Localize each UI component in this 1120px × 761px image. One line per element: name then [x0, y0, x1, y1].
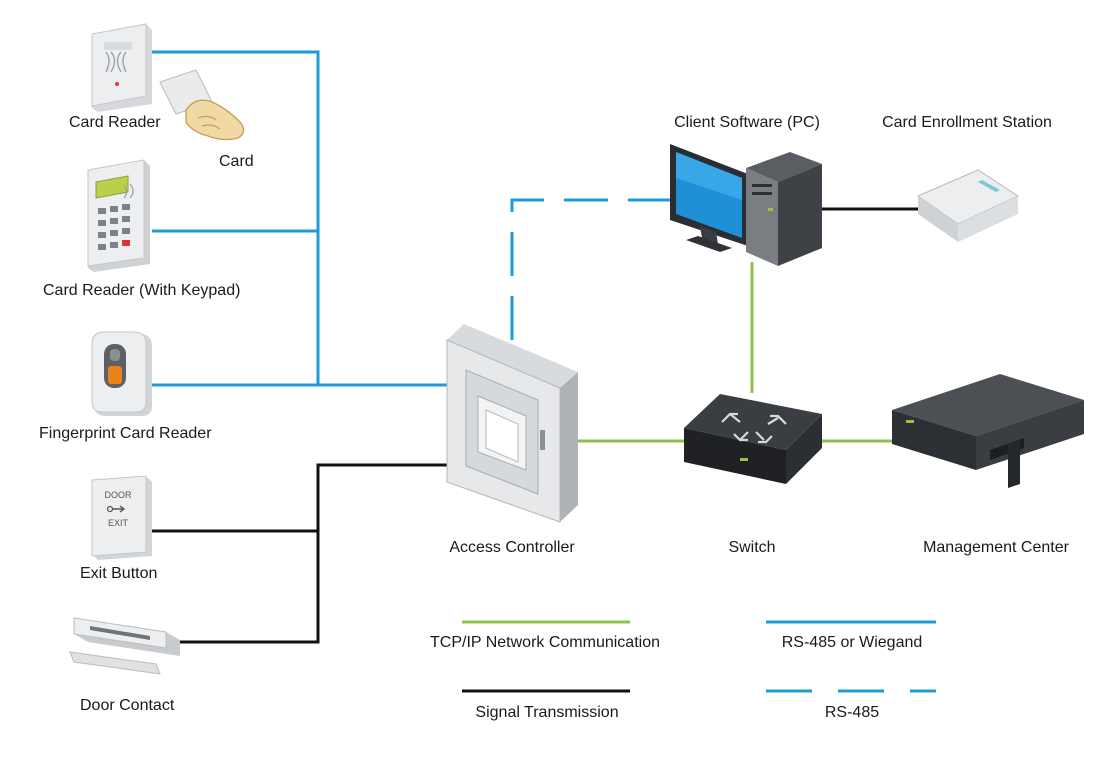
legend-rs485-label: RS-485	[824, 704, 880, 721]
card-icon	[159, 69, 245, 141]
legend-tcpip-label: TCP/IP Network Communication	[430, 634, 660, 651]
door-contact-icon	[69, 617, 180, 675]
rs485-dashed-line	[510, 198, 672, 340]
tcpip-lines	[578, 262, 905, 443]
card-reader-label: Card Reader	[69, 114, 161, 131]
fingerprint-reader-label: Fingerprint Card Reader	[39, 425, 212, 442]
line-card-reader	[152, 50, 320, 385]
exit-button-label: Exit Button	[80, 565, 158, 582]
keypad-reader-icon	[87, 159, 150, 272]
enrollment-station-icon	[916, 169, 1020, 242]
line-door-contact	[176, 531, 320, 644]
access-controller-label: Access Controller	[449, 539, 575, 556]
legend-signal-label: Signal Transmission	[475, 704, 619, 721]
switch-label: Switch	[728, 539, 776, 556]
exit-button-icon: DOOR EXIT	[91, 475, 152, 560]
card-label: Card	[219, 153, 254, 170]
exit-button-door-text: DOOR	[105, 490, 133, 500]
rs485-wiegand-lines	[152, 50, 447, 387]
legend	[462, 620, 936, 693]
card-enrollment-label: Card Enrollment Station	[882, 114, 1052, 131]
card-reader-icon	[91, 23, 152, 112]
door-contact-label: Door Contact	[80, 697, 175, 714]
keypad-reader-label: Card Reader (With Keypad)	[43, 282, 241, 299]
line-exit-button	[152, 463, 447, 533]
management-center-label: Management Center	[923, 539, 1069, 556]
exit-button-exit-text: EXIT	[108, 518, 129, 528]
signal-lines	[152, 207, 918, 644]
keypad-keys	[98, 204, 130, 250]
management-center-icon	[892, 374, 1084, 488]
client-software-label: Client Software (PC)	[674, 114, 820, 131]
access-controller-icon	[446, 324, 578, 523]
switch-icon	[684, 394, 822, 484]
legend-rs485-wiegand-label: RS-485 or Wiegand	[781, 634, 923, 651]
switch-arrows-icon	[721, 412, 787, 444]
fingerprint-reader-icon	[91, 331, 152, 416]
pc-icon	[670, 144, 822, 266]
